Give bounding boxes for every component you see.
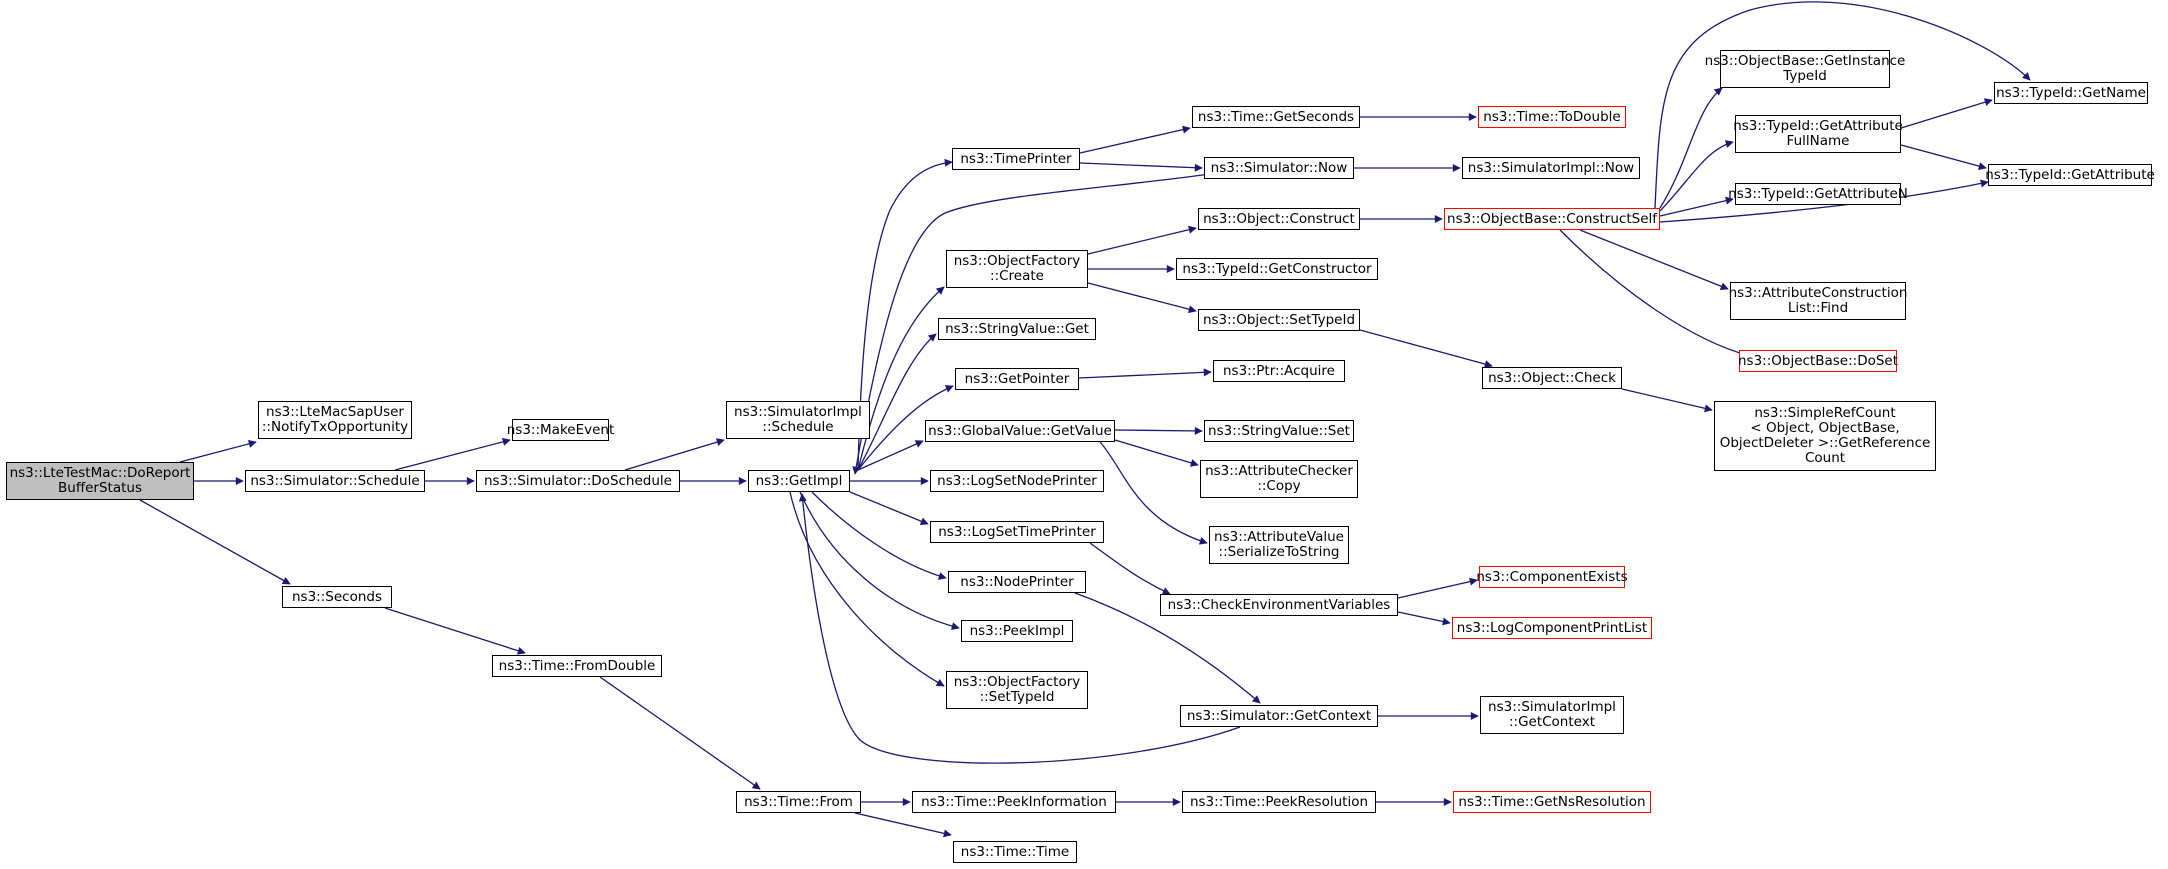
node-doset[interactable]: ns3::ObjectBase::DoSet [1738,350,1898,372]
edge-getimpl-to-ofsettypeid [789,491,945,687]
node-simimplschedule[interactable]: ns3::SimulatorImpl ::Schedule [726,401,870,439]
node-simimplgetctx[interactable]: ns3::SimulatorImpl ::GetContext [1480,696,1624,734]
edge-getattrfull-to-getattribute [1900,144,1987,170]
node-seconds[interactable]: ns3::Seconds [282,586,392,608]
edge-getpointer-to-ptracquire [1078,368,1212,379]
edge-getimpl-to-getpointer [857,385,954,471]
edge-schedule-to-makeevent [394,437,511,471]
edge-constructself-to-getattrn [1659,196,1734,217]
node-ptracquire[interactable]: ns3::Ptr::Acquire [1213,360,1345,382]
node-logsetnode[interactable]: ns3::LogSetNodePrinter [930,470,1104,492]
edge-simnow-to-getimpl [852,173,1211,475]
edge-getimpl-to-peekimpl [799,491,960,631]
node-makeevent[interactable]: ns3::MakeEvent [507,419,614,441]
node-compexists[interactable]: ns3::ComponentExists [1476,566,1628,588]
edge-objsettypeid-to-objcheck [1359,329,1493,368]
node-doschedule[interactable]: ns3::Simulator::DoSchedule [476,470,680,492]
node-constructself[interactable]: ns3::ObjectBase::ConstructSelf [1444,208,1660,230]
edge-nodeprinter-to-getcontext [1074,592,1261,704]
edge-getcontext-to-getimpl [798,493,1241,764]
node-timeprinter[interactable]: ns3::TimePrinter [952,148,1080,170]
edge-timeprinter-to-getseconds [1079,125,1191,154]
edge-ofcreate-to-objsettypeid [1087,282,1197,314]
edge-constructself-to-doset [1559,229,1751,359]
edge-constructself-to-getattrfull [1659,140,1734,212]
edge-getimpl-to-nodeprinter [811,491,947,580]
node-peekimpl[interactable]: ns3::PeekImpl [961,620,1073,642]
node-checkenv[interactable]: ns3::CheckEnvironmentVariables [1160,594,1398,616]
node-simnow[interactable]: ns3::Simulator::Now [1204,157,1354,179]
edge-constructself-to-getinstancetypeid [1659,87,1723,209]
node-simimplnow[interactable]: ns3::SimulatorImpl::Now [1462,157,1640,179]
node-nodeprinter[interactable]: ns3::NodePrinter [948,571,1086,593]
node-objcheck[interactable]: ns3::Object::Check [1482,367,1622,389]
edge-gvgetvalue-to-svset [1114,426,1203,435]
node-ofsettypeid[interactable]: ns3::ObjectFactory ::SetTypeId [946,671,1088,709]
node-getattrfull[interactable]: ns3::TypeId::GetAttribute FullName [1733,115,1903,153]
edge-getattrfull-to-getname [1900,98,1993,129]
node-root[interactable]: ns3::LteTestMac::DoReport BufferStatus [6,462,194,500]
edge-timeprinter-to-simnow [1079,162,1203,172]
node-peekres[interactable]: ns3::Time::PeekResolution [1182,791,1376,813]
edge-getimpl-to-logsettime [849,491,929,525]
node-getinstancetypeid[interactable]: ns3::ObjectBase::GetInstance TypeId [1705,50,1905,88]
node-objconstruct[interactable]: ns3::Object::Construct [1198,208,1360,230]
node-getpointer[interactable]: ns3::GetPointer [955,368,1079,390]
edge-constructself-to-aclfind [1579,229,1729,291]
node-gvgetvalue[interactable]: ns3::GlobalValue::GetValue [925,420,1115,442]
edge-checkenv-to-logcomplist [1397,611,1451,626]
node-getattrn[interactable]: ns3::TypeId::GetAttributeN [1728,183,1908,205]
edge-root-to-notify [179,439,257,463]
node-getnsres[interactable]: ns3::Time::GetNsResolution [1453,791,1651,813]
node-getseconds[interactable]: ns3::Time::GetSeconds [1192,106,1360,128]
edge-doschedule-to-simimplschedule [624,438,725,471]
node-simplerefcount[interactable]: ns3::SimpleRefCount < Object, ObjectBase… [1714,401,1936,471]
edge-objcheck-to-simplerefcount [1621,388,1713,413]
node-getattribute[interactable]: ns3::TypeId::GetAttribute [1985,164,2155,186]
node-getname[interactable]: ns3::TypeId::GetName [1994,82,2148,104]
node-peekinfo[interactable]: ns3::Time::PeekInformation [912,791,1116,813]
node-fromdouble[interactable]: ns3::Time::FromDouble [492,655,662,677]
node-logsettime[interactable]: ns3::LogSetTimePrinter [930,521,1104,543]
edge-gvgetvalue-to-aserialize [1099,441,1208,545]
edge-seconds-to-fromdouble [384,607,526,655]
edge-fromdouble-to-timefrom [599,676,761,790]
node-aclfind[interactable]: ns3::AttributeConstruction List::Find [1729,282,1907,320]
node-getconstructor[interactable]: ns3::TypeId::GetConstructor [1176,258,1378,280]
node-schedule[interactable]: ns3::Simulator::Schedule [245,470,425,492]
edge-getimpl-to-gvgetvalue [857,440,924,471]
node-timefrom[interactable]: ns3::Time::From [736,791,861,813]
node-objsettypeid[interactable]: ns3::Object::SetTypeId [1198,309,1360,331]
node-svget[interactable]: ns3::StringValue::Get [938,318,1096,340]
node-notify[interactable]: ns3::LteMacSapUser ::NotifyTxOpportunity [258,401,412,439]
edge-root-to-seconds [139,499,291,585]
edge-constructself-to-getname [1654,1,2031,209]
node-getcontext[interactable]: ns3::Simulator::GetContext [1180,705,1378,727]
node-todouble[interactable]: ns3::Time::ToDouble [1478,106,1626,128]
node-timetime[interactable]: ns3::Time::Time [953,841,1077,863]
edge-checkenv-to-compexists [1397,577,1478,599]
node-logcomplist[interactable]: ns3::LogComponentPrintList [1452,617,1652,639]
edge-timefrom-to-timetime [854,812,952,838]
edge-logsettime-to-checkenv [1089,542,1171,595]
edge-getimpl-to-ofcreate [857,286,945,471]
edge-getimpl-to-svget [857,333,937,471]
node-ofcreate[interactable]: ns3::ObjectFactory ::Create [946,250,1088,288]
edge-ofcreate-to-objconstruct [1087,225,1197,255]
node-getimpl[interactable]: ns3::GetImpl [748,470,850,492]
node-acopy[interactable]: ns3::AttributeChecker ::Copy [1200,460,1358,498]
node-svset[interactable]: ns3::StringValue::Set [1204,420,1354,442]
edge-gvgetvalue-to-acopy [1114,439,1199,467]
node-aserialize[interactable]: ns3::AttributeValue ::SerializeToString [1209,526,1349,564]
